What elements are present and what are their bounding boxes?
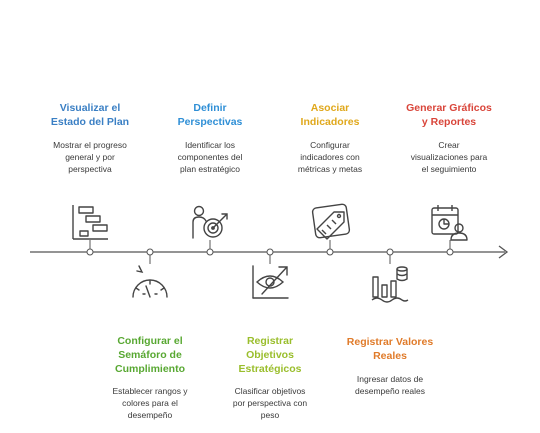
timeline-arrowhead: [498, 245, 509, 259]
marker-dot: [266, 248, 274, 256]
step-desc-visualizar: Mostrar el progreso general y por perspe…: [53, 140, 127, 174]
tag-link-icon: [311, 203, 351, 240]
bar-chart-database-icon: [371, 266, 409, 303]
marker-dot: [146, 248, 154, 256]
calendar-user-icon: [431, 205, 468, 241]
step-title-visualizar: Visualizar el Estado del Plan: [50, 102, 130, 128]
marker-dot: [326, 248, 334, 256]
marker-dot: [206, 248, 214, 256]
step-title-valores: Registrar Valores Reales: [346, 336, 434, 362]
speedometer-icon: [132, 265, 168, 298]
step-title-semaforo: Configurar el Semáforo de Cumplimiento: [115, 335, 185, 375]
step-desc-semaforo: Establecer rangos y colores para el dese…: [112, 386, 188, 420]
step-desc-perspectivas: Identificar los componentes del plan est…: [177, 140, 243, 174]
eye-growth-icon: [252, 265, 289, 299]
marker-dot: [446, 248, 454, 256]
step-desc-indicadores: Configurar indicadores con métricas y me…: [297, 140, 363, 174]
step-title-perspectivas: Definir Perspectivas: [177, 102, 243, 128]
step-title-objetivos: Registrar Objetivos Estratégicos: [238, 335, 302, 375]
step-desc-objetivos: Clasificar objetivos por perspectiva con…: [232, 386, 308, 420]
person-target-icon: [192, 205, 228, 239]
step-desc-reportes: Crear visualizaciones para el seguimient…: [410, 140, 488, 174]
marker-dot: [386, 248, 394, 256]
step-title-indicadores: Asociar Indicadores: [300, 102, 360, 128]
marker-dot: [86, 248, 94, 256]
gantt-chart-icon: [72, 205, 108, 240]
step-title-reportes: Generar Gráficos y Reportes: [406, 102, 492, 128]
step-desc-valores: Ingresar datos de desempeño reales: [355, 374, 425, 396]
step-markers: [86, 240, 454, 264]
